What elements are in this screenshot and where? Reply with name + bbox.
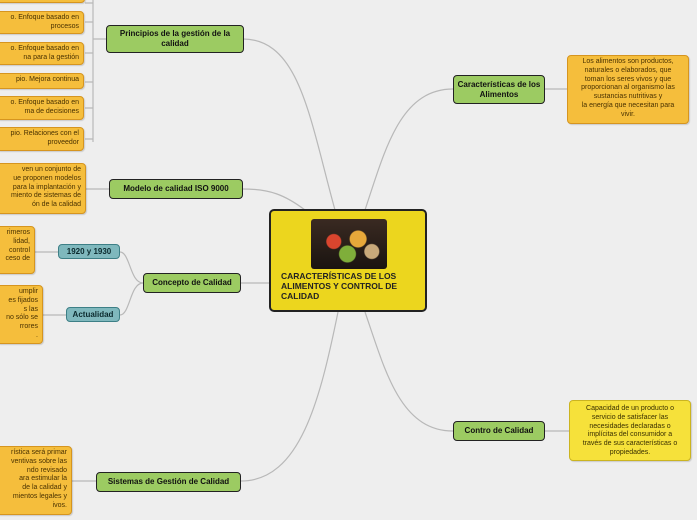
connector-modelo [243, 189, 305, 210]
note-caracteristicas: Los alimentos son productos, naturales o… [567, 55, 689, 124]
connector-1920 [120, 252, 143, 283]
food-image [311, 219, 387, 269]
note-principio-mejora: pio. Mejora continua [0, 73, 84, 89]
connector-caracteristicas [365, 89, 453, 210]
note-1920: rimeros lidad, control ceso de [0, 226, 35, 274]
note-principio-proveedor: pio. Relaciones con el proveedor [0, 127, 84, 151]
note-principio-gestion: o. Enfoque basado en na para la gestión [0, 42, 84, 65]
sub-branch-1920[interactable]: 1920 y 1930 [58, 244, 120, 259]
note-actualidad: umplir es fijados s las no sólo se rrore… [0, 285, 43, 344]
connector-p-ticks [85, 3, 93, 139]
note-principio-top [0, 0, 85, 3]
branch-concepto[interactable]: Concepto de Calidad [143, 273, 241, 293]
connector-principios [243, 39, 335, 210]
note-principio-procesos: o. Enfoque basado en procesos [0, 11, 84, 34]
connector-sistemas [241, 312, 338, 481]
note-modelo-iso: ven un conjunto de ue proponen modelos p… [0, 163, 86, 214]
branch-caracteristicas[interactable]: Características de los Alimentos [453, 75, 545, 104]
central-title: CARACTERÍSTICAS DE LOS ALIMENTOS Y CONTR… [281, 271, 421, 302]
branch-principios[interactable]: Principios de la gestión de la calidad [106, 25, 244, 53]
central-topic[interactable]: CARACTERÍSTICAS DE LOS ALIMENTOS Y CONTR… [269, 209, 427, 312]
note-sistemas: rística será primar ventivas sobre las n… [0, 446, 72, 515]
note-principio-decisiones: o. Enfoque basado en ma de decisiones [0, 96, 84, 120]
connector-control [365, 312, 453, 431]
connector-actualidad [120, 283, 143, 315]
connector-p-spine [93, 0, 106, 142]
branch-modelo-iso[interactable]: Modelo de calidad ISO 9000 [109, 179, 243, 199]
sub-branch-actualidad[interactable]: Actualidad [66, 307, 120, 322]
note-control: Capacidad de un producto o servicio de s… [569, 400, 691, 461]
branch-control[interactable]: Contro de Calidad [453, 421, 545, 441]
branch-sistemas[interactable]: Sistemas de Gestión de Calidad [96, 472, 241, 492]
